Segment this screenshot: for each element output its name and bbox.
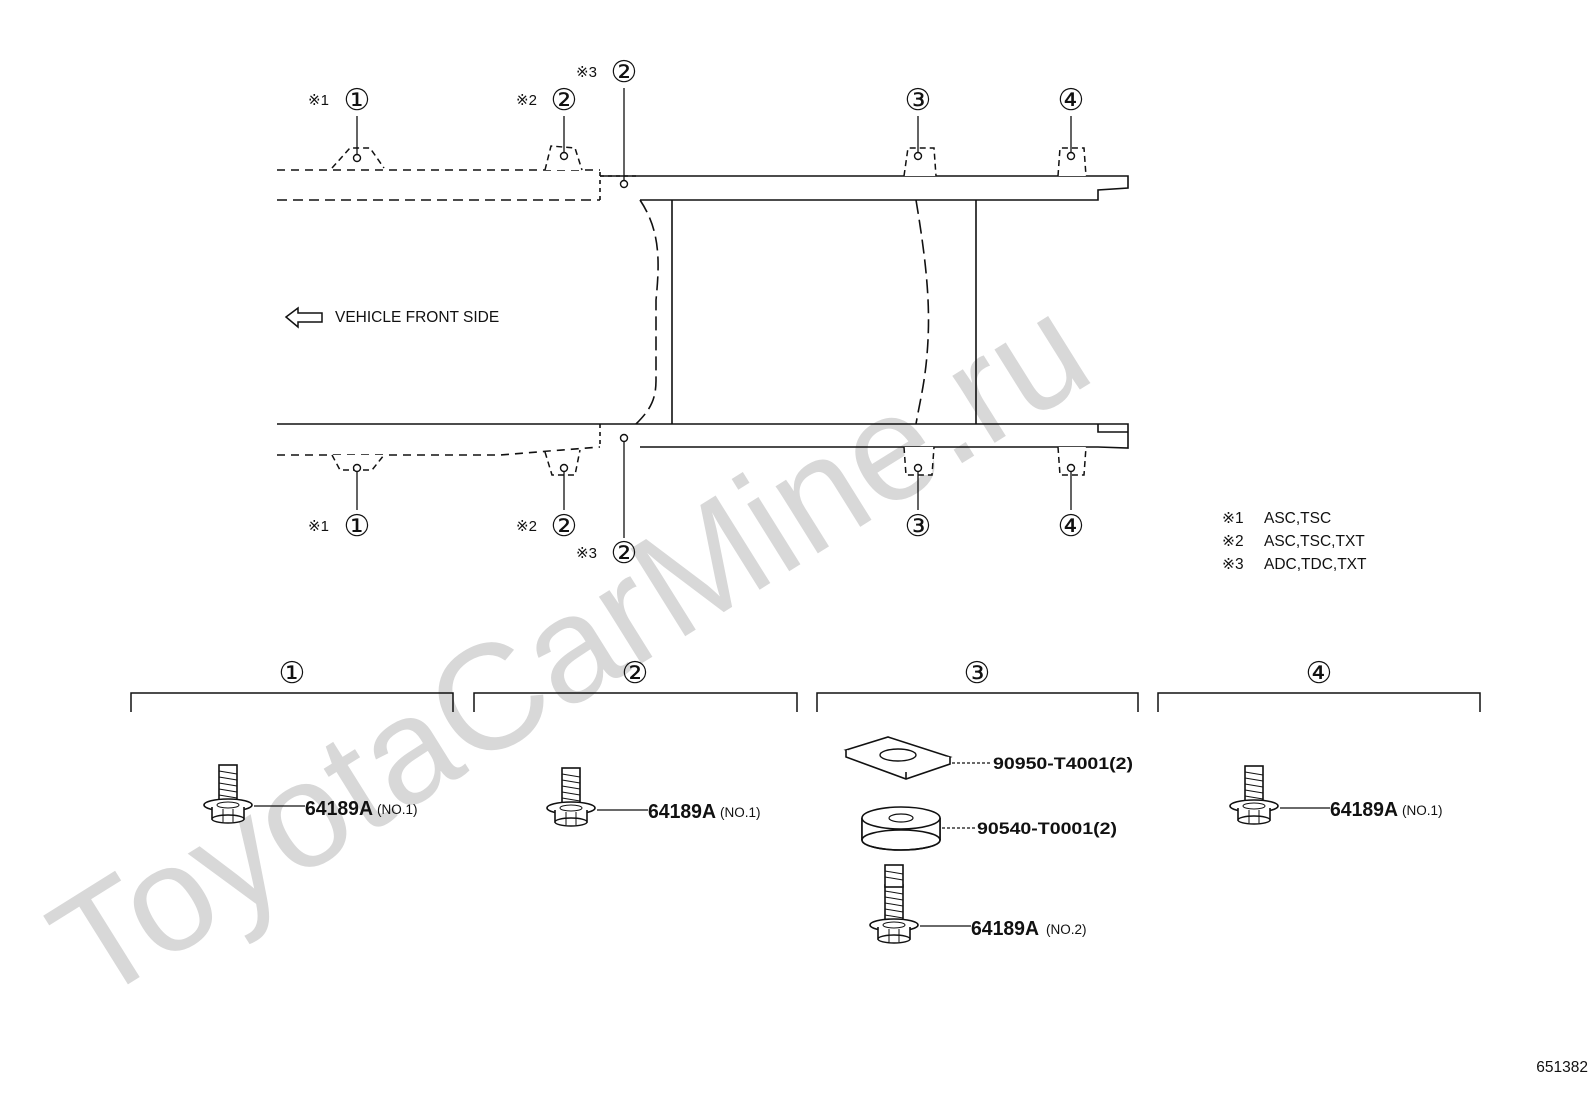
group-1-callout: ① bbox=[279, 656, 306, 691]
flange-bolt-icon bbox=[1229, 765, 1279, 825]
callout-2b-bottom: ② bbox=[611, 536, 638, 571]
part-note: (NO.2) bbox=[1046, 922, 1087, 937]
legend-models-1: ASC,TSC bbox=[1264, 510, 1331, 527]
part-number: 90540-T0001(2) bbox=[977, 819, 1117, 838]
group-3-parts: 90950-T4001(2) 90540-T0001(2) 64189A (NO… bbox=[843, 736, 1133, 944]
flange-bolt-icon bbox=[869, 884, 919, 944]
direction-label: VEHICLE FRONT SIDE bbox=[335, 309, 499, 326]
watermark-text: ToyotaCarMine.ru bbox=[23, 262, 1116, 1032]
mount-brackets-top bbox=[331, 145, 1087, 177]
condition-mark-1-bottom: ※1 bbox=[308, 518, 329, 535]
condition-mark-2-top: ※2 bbox=[516, 92, 537, 109]
legend-mark-2: ※2 bbox=[1222, 533, 1244, 550]
callout-2-bottom: ② bbox=[551, 509, 578, 544]
left-arrow-icon bbox=[284, 306, 323, 329]
condition-mark-2-bottom: ※2 bbox=[516, 518, 537, 535]
mount-brackets-bottom bbox=[331, 446, 1087, 476]
part-note: (NO.1) bbox=[1402, 803, 1443, 818]
flange-bolt-icon bbox=[546, 767, 596, 827]
spacer-icon bbox=[861, 806, 941, 851]
callouts-top: ① ※1 ② ※2 ② ※3 ③ ④ bbox=[308, 55, 1084, 118]
part-number: 64189A bbox=[305, 798, 373, 820]
part-note: (NO.1) bbox=[720, 805, 761, 820]
callout-3-bottom: ③ bbox=[905, 509, 932, 544]
callout-1-top: ① bbox=[344, 83, 371, 118]
part-number: 64189A bbox=[971, 918, 1039, 940]
group-brackets bbox=[130, 692, 1481, 712]
callout-1-bottom: ① bbox=[344, 509, 371, 544]
callout-3-top: ③ bbox=[905, 83, 932, 118]
callout-4-top: ④ bbox=[1058, 83, 1085, 118]
group-1-part: 64189A (NO.1) bbox=[203, 764, 418, 824]
legend-mark-1: ※1 bbox=[1222, 510, 1244, 527]
legend-mark-3: ※3 bbox=[1222, 556, 1244, 573]
group-2-part: 64189A (NO.1) bbox=[546, 767, 761, 827]
part-number: 64189A bbox=[1330, 799, 1398, 821]
vehicle-front-indicator: VEHICLE FRONT SIDE bbox=[284, 306, 499, 329]
callout-2b-top: ② bbox=[611, 55, 638, 90]
part-note: (NO.1) bbox=[377, 802, 418, 817]
group-2-callout: ② bbox=[622, 656, 649, 691]
group-callouts: ① ② ③ ④ bbox=[279, 656, 1333, 691]
condition-mark-3-bottom: ※3 bbox=[576, 545, 597, 562]
group-4-callout: ④ bbox=[1306, 656, 1333, 691]
condition-mark-1-top: ※1 bbox=[308, 92, 329, 109]
callouts-bottom: ① ※1 ② ※2 ② ※3 ③ ④ bbox=[308, 509, 1084, 571]
callout-2-top: ② bbox=[551, 83, 578, 118]
group-4-part: 64189A (NO.1) bbox=[1229, 765, 1443, 825]
model-legend: ※1 ASC,TSC ※2 ASC,TSC,TXT ※3 ADC,TDC,TXT bbox=[1222, 510, 1367, 573]
condition-mark-3-top: ※3 bbox=[576, 64, 597, 81]
legend-models-3: ADC,TDC,TXT bbox=[1264, 556, 1367, 573]
legend-models-2: ASC,TSC,TXT bbox=[1264, 533, 1365, 550]
plate-washer-icon bbox=[843, 736, 953, 780]
leader-lines bbox=[356, 88, 1072, 538]
figure-id: 651382 bbox=[1536, 1059, 1588, 1076]
part-number: 64189A bbox=[648, 801, 716, 823]
part-number: 90950-T4001(2) bbox=[993, 754, 1133, 773]
group-3-callout: ③ bbox=[964, 656, 991, 691]
callout-4-bottom: ④ bbox=[1058, 509, 1085, 544]
